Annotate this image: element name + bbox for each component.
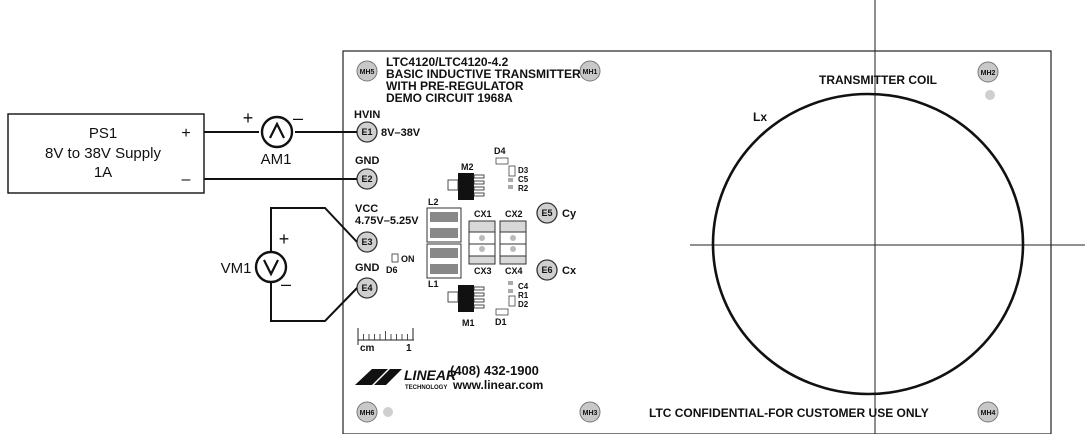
mounting-hole-mh1: MH1 — [579, 60, 601, 82]
svg-text:cm: cm — [360, 343, 375, 354]
component-c5 — [508, 178, 513, 182]
vm1-plus: + — [279, 229, 290, 249]
phone-number: (408) 432-1900 — [450, 363, 539, 378]
terminal-e6-label: Cx — [562, 265, 577, 277]
label-d6: D6 — [386, 265, 398, 275]
lx-label: Lx — [753, 110, 767, 124]
label-cx4: CX4 — [505, 266, 523, 276]
component-d4 — [495, 157, 509, 165]
mounting-hole-mh6: MH6 — [356, 401, 393, 423]
terminal-e2: GND E2 — [355, 155, 380, 190]
svg-text:MH5: MH5 — [360, 69, 375, 76]
vm1-minus: – — [281, 274, 291, 294]
svg-text:LINEAR: LINEAR — [404, 367, 457, 383]
label-d6-on: ON — [401, 254, 415, 264]
ps1-description: 8V to 38V Supply — [45, 145, 161, 162]
svg-text:M2: M2 — [461, 162, 474, 172]
board-title-line-2: BASIC INDUCTIVE TRANSMITTER — [386, 67, 581, 81]
power-supply-ps1: PS1 8V to 38V Supply 1A + – — [7, 113, 205, 194]
terminal-e3: VCC 4.75V–5.25V E3 — [355, 203, 419, 253]
ps1-rating: 1A — [94, 164, 112, 181]
linear-technology-logo: LINEAR TECHNOLOGY — [355, 367, 457, 391]
component-l1 — [426, 243, 462, 279]
ps1-name: PS1 — [89, 125, 117, 142]
label-m1: M1 — [462, 318, 475, 328]
label-cx2: CX2 — [505, 209, 523, 219]
board-title-line-3: WITH PRE-REGULATOR — [386, 79, 524, 93]
label-cx1: CX1 — [474, 209, 492, 219]
ammeter-am1: + – AM1 — [243, 108, 303, 168]
vm1-label: VM1 — [221, 260, 252, 277]
component-d1 — [495, 308, 509, 316]
component-r1 — [508, 289, 513, 293]
label-r2: R2 — [518, 184, 529, 193]
svg-text:E3: E3 — [361, 237, 372, 247]
svg-text:MH4: MH4 — [981, 410, 996, 417]
component-d2 — [508, 295, 516, 307]
ps1-minus: – — [182, 171, 191, 188]
label-r1: R1 — [518, 291, 529, 300]
label-l1: L1 — [428, 279, 439, 289]
ps1-plus: + — [181, 125, 190, 142]
terminal-e4-name: GND — [355, 262, 380, 274]
label-c5: C5 — [518, 175, 529, 184]
component-d3 — [508, 165, 516, 177]
wire-vm1-to-e4 — [270, 281, 358, 322]
am1-plus: + — [243, 108, 254, 128]
component-m1 — [447, 285, 485, 312]
terminal-e5-label: Cy — [562, 208, 577, 220]
svg-text:E6: E6 — [541, 265, 552, 275]
terminal-e5: E5 Cy — [536, 202, 577, 224]
svg-text:MH1: MH1 — [583, 69, 598, 76]
component-cx3 — [468, 243, 496, 265]
component-m2: M2 — [447, 162, 485, 200]
board-title-line-4: DEMO CIRCUIT 1968A — [386, 91, 513, 105]
label-d1: D1 — [495, 317, 507, 327]
confidential-notice: LTC CONFIDENTIAL-FOR CUSTOMER USE ONLY — [649, 406, 929, 420]
component-cx2 — [499, 220, 527, 245]
component-r2 — [508, 185, 513, 189]
svg-text:1: 1 — [406, 343, 412, 354]
am1-label: AM1 — [261, 151, 292, 168]
coil-label: TRANSMITTER COIL — [819, 73, 937, 87]
component-d6 — [391, 253, 399, 263]
mounting-hole-mh3: MH3 — [579, 401, 601, 423]
board-title-line-1: LTC4120/LTC4120-4.2 — [386, 55, 509, 69]
am1-minus: – — [293, 108, 303, 128]
mounting-hole-mh2: MH2 — [977, 61, 999, 100]
svg-text:E5: E5 — [541, 208, 552, 218]
terminal-e1-name: HVIN — [354, 109, 380, 121]
label-cx3: CX3 — [474, 266, 492, 276]
label-l2: L2 — [428, 197, 439, 207]
svg-text:MH6: MH6 — [360, 410, 375, 417]
terminal-e3-range: 4.75V–5.25V — [355, 215, 419, 227]
label-c4: C4 — [518, 282, 529, 291]
label-d4: D4 — [494, 146, 506, 156]
terminal-e6: E6 Cx — [536, 259, 577, 281]
wire-vm1-to-e3 — [270, 207, 358, 253]
component-cx4 — [499, 243, 527, 265]
svg-text:E2: E2 — [361, 174, 372, 184]
svg-text:TECHNOLOGY: TECHNOLOGY — [405, 385, 447, 391]
svg-text:MH3: MH3 — [583, 410, 598, 417]
cm-ruler: cm 1 — [357, 328, 414, 354]
terminal-e1-range: 8V–38V — [381, 127, 421, 139]
label-d2: D2 — [518, 300, 529, 309]
svg-text:MH2: MH2 — [981, 70, 996, 77]
component-cx1 — [468, 220, 496, 245]
mounting-hole-mh4: MH4 — [977, 401, 999, 423]
terminal-e2-name: GND — [355, 155, 380, 167]
label-d3: D3 — [518, 166, 529, 175]
terminal-e3-name: VCC — [355, 203, 378, 215]
svg-text:E1: E1 — [361, 127, 372, 137]
svg-text:E4: E4 — [361, 283, 372, 293]
mounting-hole-mh5: MH5 — [356, 60, 378, 82]
transmitter-coil — [711, 92, 1025, 396]
website: www.linear.com — [452, 378, 543, 392]
voltmeter-vm1: + – VM1 — [221, 229, 291, 294]
component-c4 — [508, 281, 513, 285]
component-l2 — [426, 207, 462, 243]
